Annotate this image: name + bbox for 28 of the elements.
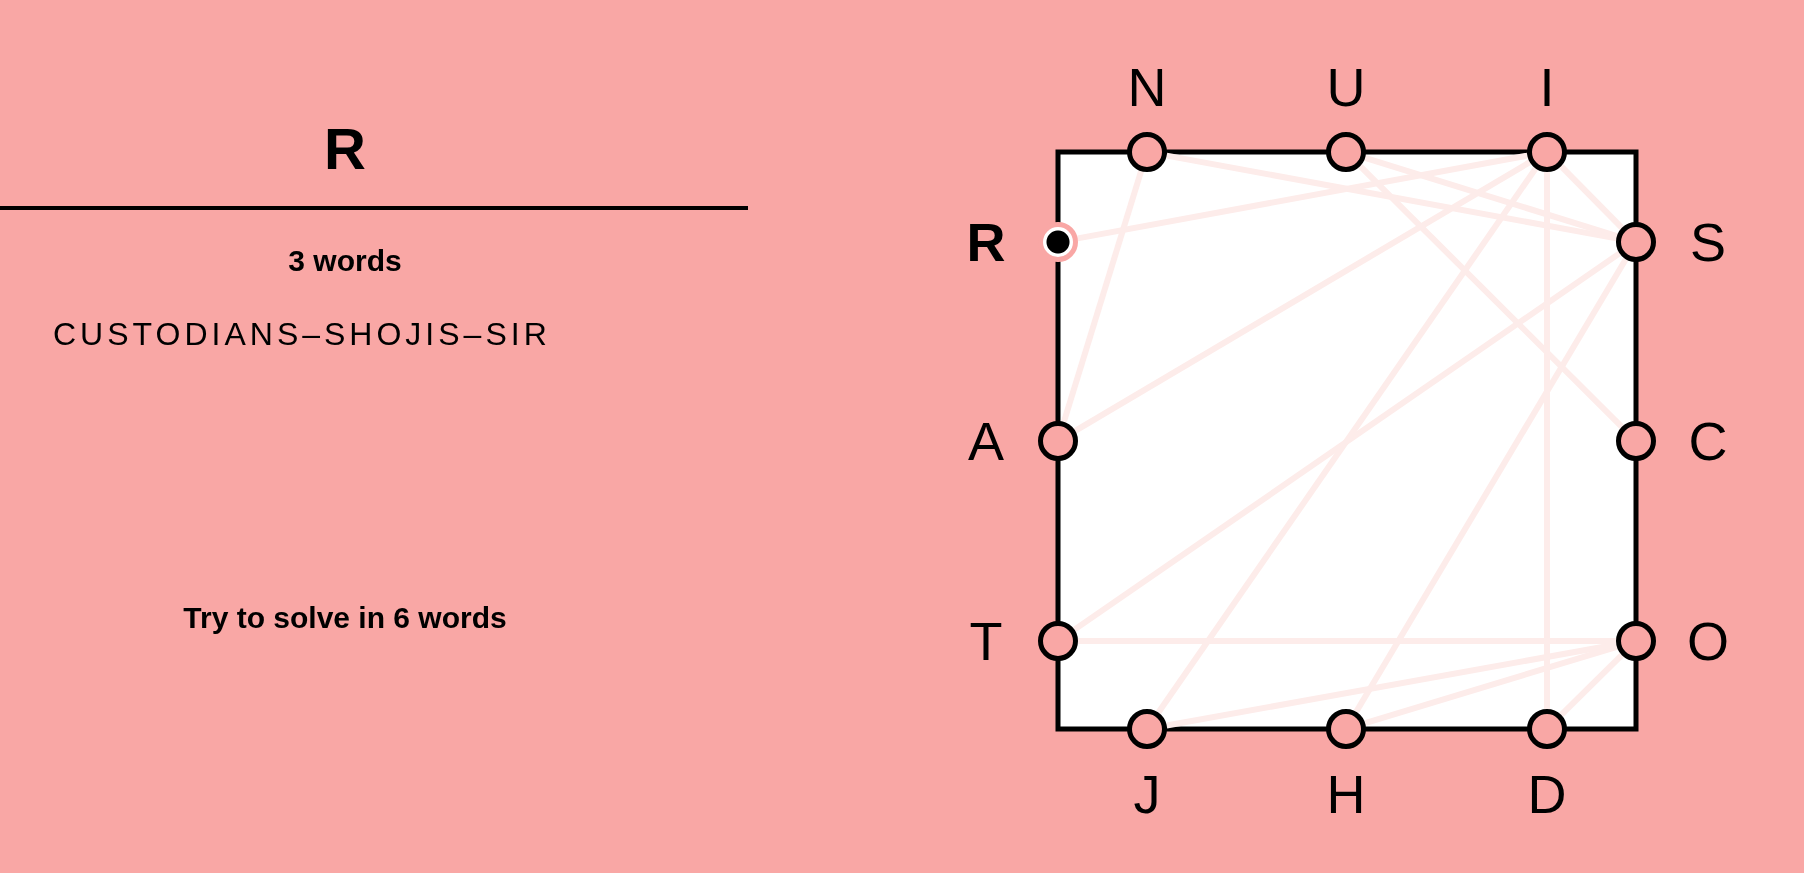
connector-line <box>1544 172 1550 709</box>
letter-label: S <box>1689 212 1727 272</box>
letter-label: I <box>1538 57 1556 117</box>
letter-label: N <box>1126 57 1168 117</box>
current-word: R <box>324 115 366 183</box>
connector-line <box>1155 166 1539 715</box>
connector-line <box>1559 652 1624 718</box>
word-count: 3 words <box>288 244 402 278</box>
word-list: CUSTODIANS–SHOJIS–SIR <box>53 315 551 353</box>
connector-line <box>1558 164 1625 230</box>
connector-line <box>1077 152 1528 242</box>
letter-label: T <box>968 611 1004 671</box>
letter-label: D <box>1526 764 1568 824</box>
connector-line <box>1166 641 1617 729</box>
connector-line <box>1166 152 1617 242</box>
connector-line <box>1073 159 1532 434</box>
letter-label: O <box>1686 611 1730 671</box>
goal-text: Try to solve in 6 words <box>183 601 507 635</box>
connector-line <box>1078 638 1616 644</box>
letter-label: R <box>965 212 1007 272</box>
connector-line <box>1358 164 1624 429</box>
connector-line <box>1072 250 1622 633</box>
letter-label: C <box>1687 411 1729 471</box>
letter-label: H <box>1325 764 1367 824</box>
connector-line <box>1061 170 1144 423</box>
letter-label: U <box>1325 57 1367 117</box>
letter-label: A <box>967 411 1005 471</box>
letter-label: J <box>1132 764 1162 824</box>
